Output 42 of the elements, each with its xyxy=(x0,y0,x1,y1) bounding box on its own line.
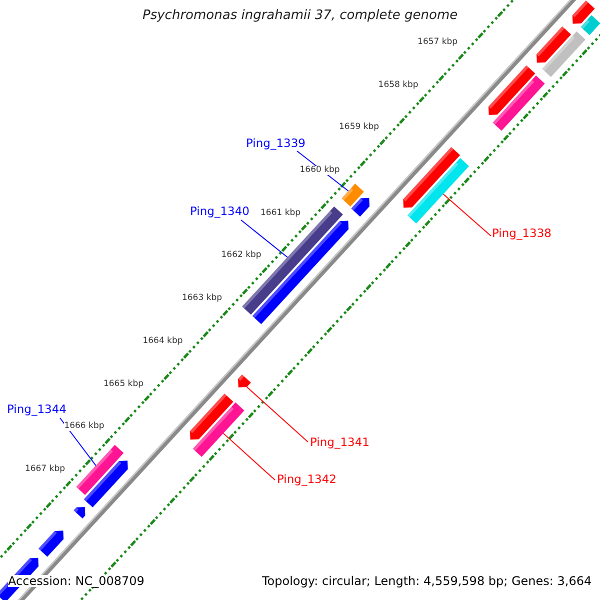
gene-label: Ping_1339 xyxy=(246,138,306,150)
gene-feature xyxy=(342,184,364,206)
scale-label: 1663 kbp xyxy=(182,294,222,303)
scale-label: 1661 kbp xyxy=(260,208,301,218)
gene-feature xyxy=(536,26,572,63)
scale-label: 1667 kbp xyxy=(24,464,66,474)
leader-line xyxy=(240,220,288,258)
gene-feature xyxy=(580,15,600,36)
gene-feature xyxy=(403,147,460,208)
scale-label: 1666 kbp xyxy=(64,422,104,431)
leader-line xyxy=(60,418,96,466)
scale-label: 1657 kbp xyxy=(418,38,458,46)
scale-label: 1658 kbp xyxy=(378,80,418,90)
scale-label: 1664 kbp xyxy=(142,336,183,346)
leader-line xyxy=(246,386,308,442)
gene-feature xyxy=(492,76,545,131)
gene-feature xyxy=(76,444,124,496)
gene-feature xyxy=(192,402,244,457)
gene-label: Ping_1342 xyxy=(277,474,336,486)
gene-feature xyxy=(542,31,586,78)
gene-label: Ping_1341 xyxy=(310,437,370,448)
gene-feature xyxy=(407,158,470,224)
leader-line xyxy=(442,194,492,236)
scale-label: 1662 kbp xyxy=(221,251,262,260)
gene-label: Ping_1338 xyxy=(492,228,552,240)
gene-feature xyxy=(488,65,536,116)
gene-feature xyxy=(74,507,86,518)
accession-text: Accession: NC_008709 xyxy=(8,575,144,587)
gene-feature xyxy=(238,374,251,388)
gene-feature xyxy=(190,394,234,440)
gene-feature xyxy=(38,530,64,557)
scale-label: 1660 kbp xyxy=(300,166,340,175)
title: Psychromonas ingrahamii 37, complete genome xyxy=(142,9,458,22)
gene-feature xyxy=(84,460,128,508)
gene-label: Ping_1344 xyxy=(7,404,66,416)
scale-label: 1665 kbp xyxy=(103,380,144,388)
scale-label: 1659 kbp xyxy=(339,123,380,132)
leader-line xyxy=(222,432,276,480)
gene-label: Ping_1340 xyxy=(190,206,250,218)
gene-feature xyxy=(572,0,595,24)
gene-feature xyxy=(351,198,370,217)
summary-text: Topology: circular; Length: 4,559,598 bp; Genes: 3,664 xyxy=(262,575,592,587)
